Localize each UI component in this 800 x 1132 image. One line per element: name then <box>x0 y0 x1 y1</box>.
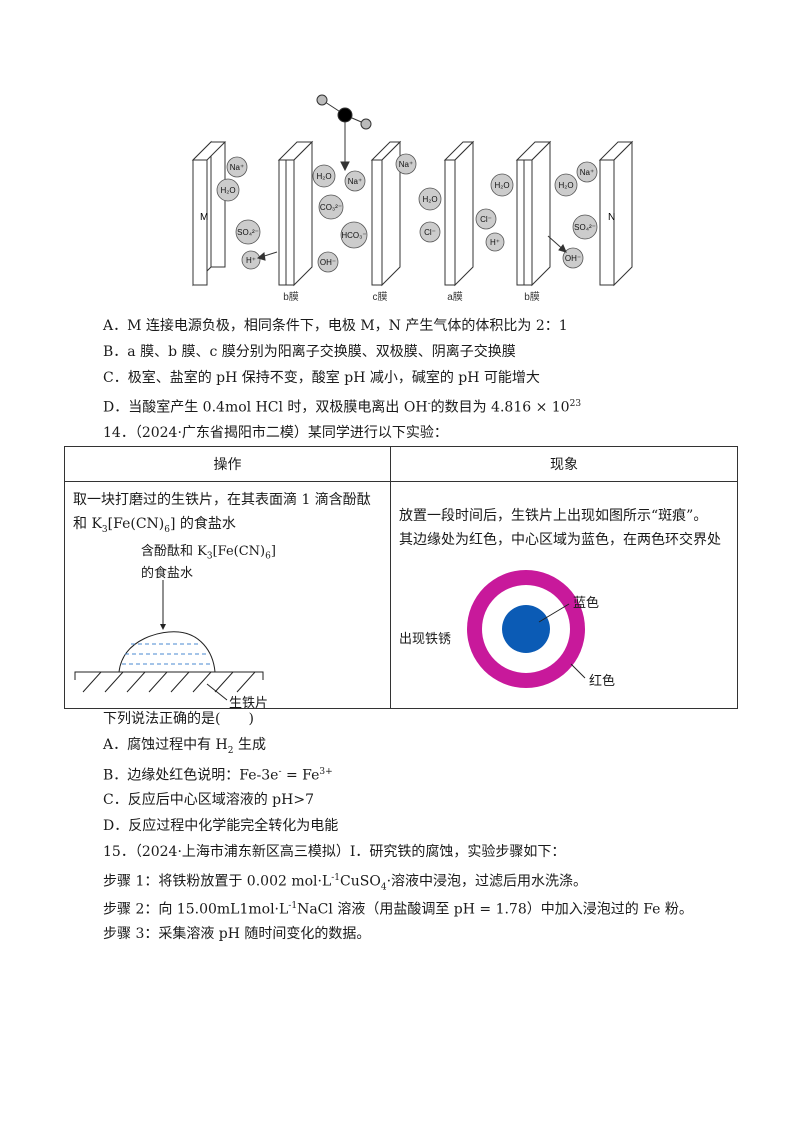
q13-option-c: C．极室、盐室的 pH 保持不变，酸室 pH 减小，碱室的 pH 可能增大 <box>103 370 540 386</box>
label-red: 红色 <box>589 674 616 689</box>
table-head-operation: 操作 <box>64 446 391 482</box>
operation-text: 取一块打磨过的生铁片，在其表面滴 1 滴含酚酞 和 K3[Fe(CN)6] 的食… <box>73 492 371 535</box>
experiment-table: 操作 现象 取一块打磨过的生铁片，在其表面滴 1 滴含酚酞 和 K3[Fe(CN… <box>64 446 738 711</box>
phenomenon-cell: 放置一段时间后，生铁片上出现如图所示“斑痕”。 其边缘处为红色，中心区域为蓝色，… <box>390 481 738 709</box>
leader-line <box>206 683 228 701</box>
ion-label: H₂O <box>316 172 331 181</box>
q14-question: 下列说法正确的是( ) <box>103 711 254 727</box>
iron-sheet-hatch <box>82 672 256 693</box>
operation-cell: 取一块打磨过的生铁片，在其表面滴 1 滴含酚酞 和 K3[Fe(CN)6] 的食… <box>64 481 391 711</box>
q14-option-a: A．腐蚀过程中有 H2 生成 <box>103 737 266 756</box>
ion-label: H₂O <box>220 186 235 195</box>
q14-option-d: D．反应过程中化学能完全转化为电能 <box>103 818 339 834</box>
table-head-phenomenon: 现象 <box>390 446 738 482</box>
ion-label: H₂O <box>422 195 437 204</box>
q15-step2: 步骤 2：向 15.00mL1mol·L-1NaCl 溶液（用盐酸调至 pH =… <box>103 901 693 918</box>
ion-label: H₂O <box>558 181 573 190</box>
membrane-label: b膜 <box>524 291 540 303</box>
membrane-label: b膜 <box>283 291 299 303</box>
ion-label: SO₄²⁻ <box>237 228 259 237</box>
ion-label: Na⁺ <box>230 163 244 172</box>
q15-step1: 步骤 1：将铁粉放置于 0.002 mol·L-1CuSO4·溶液中浸泡，过滤后… <box>103 873 588 893</box>
ion-label: Cl⁻ <box>480 215 492 224</box>
membrane-label: a膜 <box>447 291 463 303</box>
membrane-electrolysis-figure: M N Na⁺ H₂O SO₄²⁻ H⁺ H₂O Na⁺ CO₃²⁻ HCO₃⁻… <box>191 94 634 303</box>
q14-option-c: C．反应后中心区域溶液的 pH>7 <box>103 792 314 808</box>
q13-option-d: D．当酸室产生 0.4mol HCl 时，双极膜电离出 OH-的数目为 4.81… <box>103 399 582 416</box>
ion-label: OH⁻ <box>320 258 336 267</box>
figure-label-solution: 含酚酞和 K3[Fe(CN)6] <box>141 544 276 562</box>
figure-label-iron: 生铁片 <box>229 696 269 711</box>
electrode-n-label: N <box>608 212 615 223</box>
ion-label: Na⁺ <box>399 160 413 169</box>
ion-label: CO₃²⁻ <box>320 203 342 212</box>
membrane-label: c膜 <box>373 291 388 303</box>
ion-label: H⁺ <box>490 238 500 247</box>
ion-label: OH⁻ <box>565 254 581 263</box>
iron-sheet-figure <box>74 580 264 680</box>
ion-label: H⁺ <box>246 256 256 265</box>
q13-option-b: B．a 膜、b 膜、c 膜分别为阳离子交换膜、双极膜、阴离子交换膜 <box>103 344 516 360</box>
ion-label: Na⁺ <box>348 177 362 186</box>
q13-option-a: A．M 连接电源负极，相同条件下，电极 M，N 产生气体的体积比为 2：1 <box>103 318 568 334</box>
label-blue: 蓝色 <box>573 596 600 611</box>
q15-header: 15．（2024·上海市浦东新区高三模拟）Ⅰ．研究铁的腐蚀，实验步骤如下： <box>103 844 566 860</box>
ion-label: Cl⁻ <box>424 228 436 237</box>
q14-header: 14．（2024·广东省揭阳市二模）某同学进行以下实验： <box>103 425 448 441</box>
q15-step3: 步骤 3：采集溶液 pH 随时间变化的数据。 <box>103 926 371 942</box>
electrode-m-label: M <box>200 212 208 223</box>
label-rust: 出现铁锈 <box>399 632 452 647</box>
ion-label: H₂O <box>494 181 509 190</box>
ion-label: Na⁺ <box>580 168 594 177</box>
corrosion-spot-figure <box>467 570 586 688</box>
figure-label-saltwater: 的食盐水 <box>141 566 194 581</box>
ion-label: SO₄²⁻ <box>574 223 596 232</box>
phenomenon-text: 放置一段时间后，生铁片上出现如图所示“斑痕”。 其边缘处为红色，中心区域为蓝色，… <box>399 508 721 548</box>
ion-label: HCO₃⁻ <box>341 231 366 240</box>
q14-option-b: B．边缘处红色说明：Fe-3e- = Fe3+ <box>103 767 333 784</box>
